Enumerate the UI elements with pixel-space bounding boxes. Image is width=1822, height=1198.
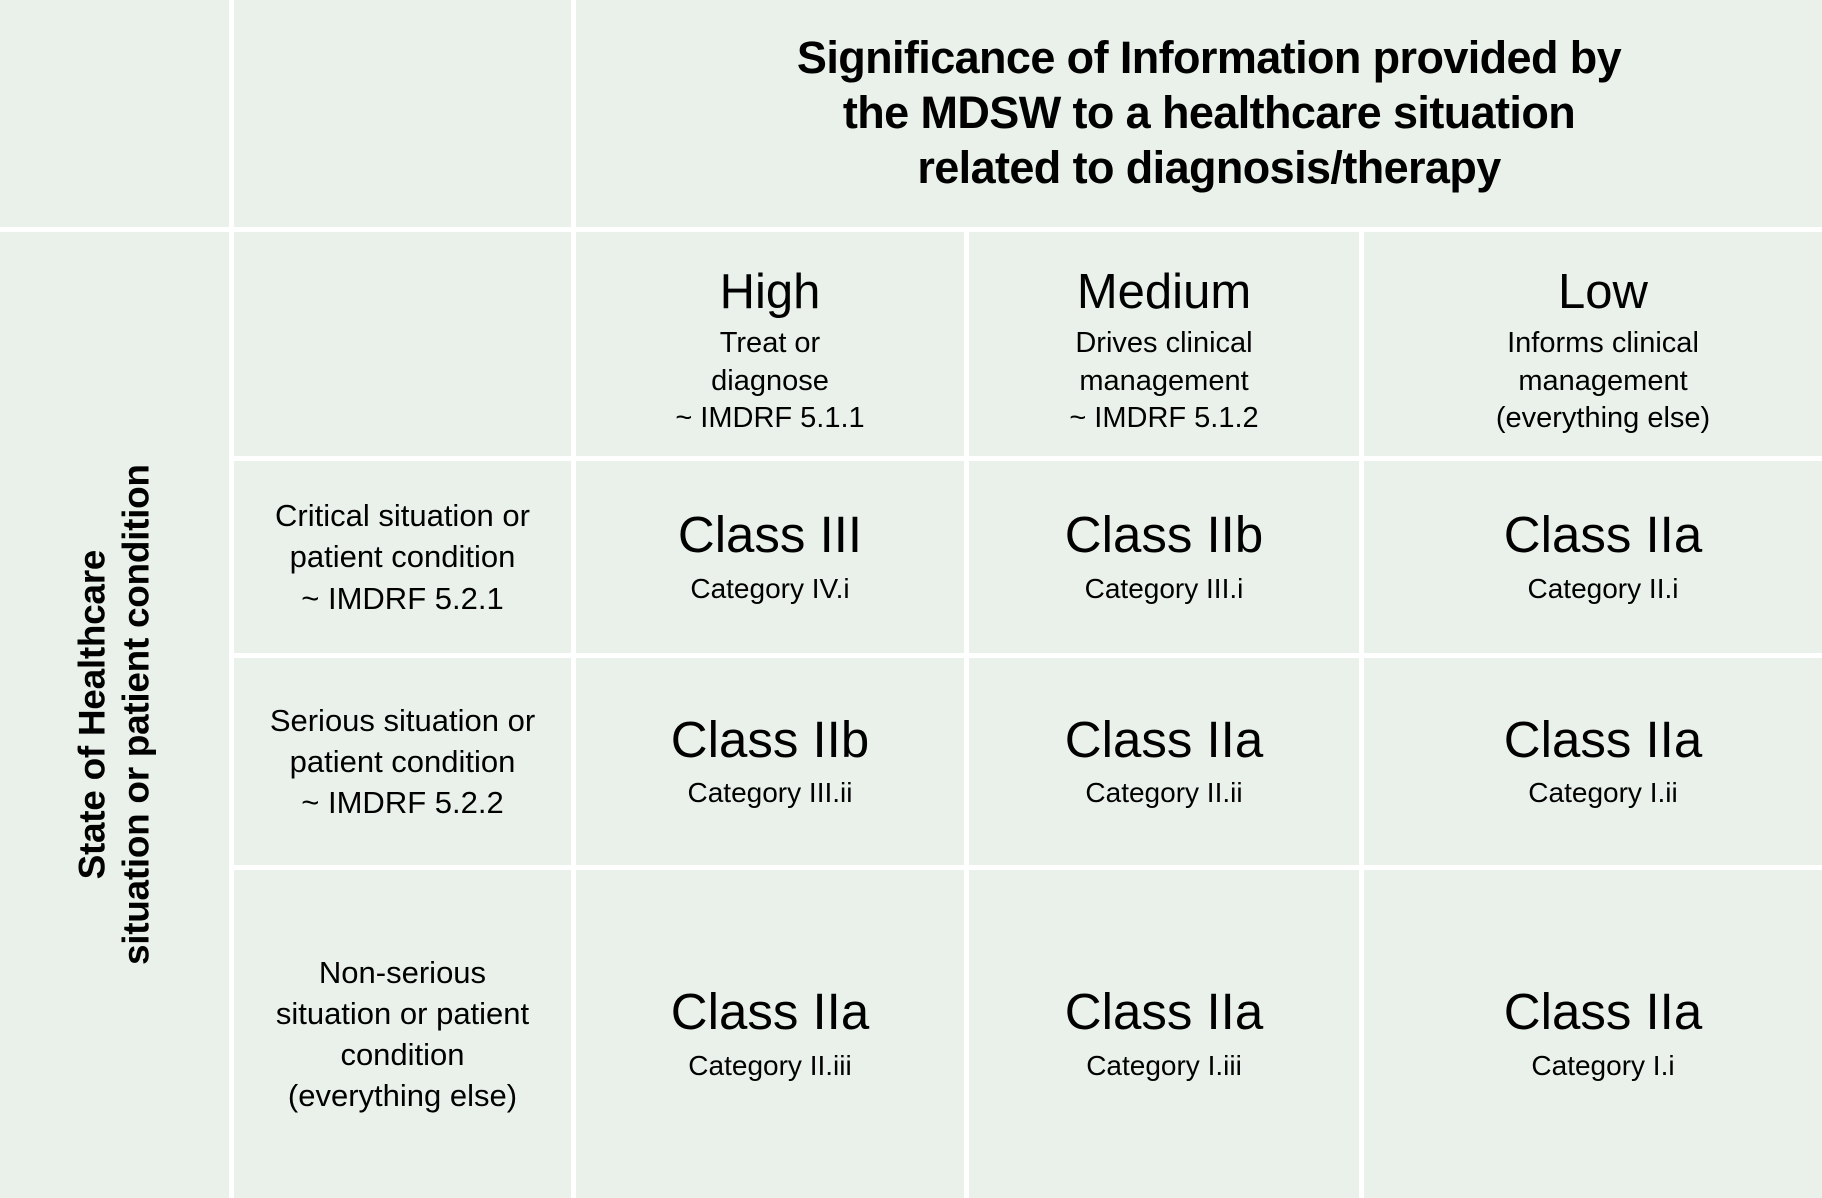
cell-non-serious-medium: Class IIa Category I.iii [969, 870, 1359, 1198]
column-header-low: Low Informs clinical management (everyth… [1364, 232, 1822, 456]
column-header-medium: Medium Drives clinical management ~ IMDR… [969, 232, 1359, 456]
cell-critical-medium-class: Class IIb [1064, 506, 1264, 564]
cell-critical-medium-category: Category III.i [1084, 572, 1244, 604]
row-header-non-serious-line-3: condition [340, 1037, 465, 1072]
cell-non-serious-high-category: Category II.iii [688, 1049, 852, 1081]
row-axis-label-line-2: situation or patient condition [115, 464, 157, 966]
column-header-high-level: High [719, 265, 821, 319]
cell-non-serious-medium-category: Category I.iii [1086, 1049, 1242, 1081]
cell-critical-high-class: Class III [677, 506, 863, 564]
cell-serious-high-category: Category III.ii [687, 777, 853, 809]
row-header-non-serious-line-4: (everything else) [287, 1078, 518, 1114]
row-axis-label-line-1: State of Healthcare [71, 550, 113, 880]
column-header-high-desc-2: diagnose [711, 364, 829, 397]
row-header-critical-line-2: patient condition [289, 539, 516, 575]
column-header-low-desc-1: Informs clinical [1507, 327, 1699, 359]
column-header-low-desc-2: management [1518, 364, 1688, 397]
column-header-medium-level: Medium [1076, 265, 1252, 319]
cell-critical-low-class: Class IIa [1503, 506, 1703, 564]
corner-cell-top-second [234, 0, 571, 227]
cell-serious-low-category: Category I.ii [1528, 777, 1678, 809]
cell-non-serious-medium-class: Class IIa [1064, 983, 1264, 1041]
column-header-low-desc-3: (everything else) [1495, 402, 1711, 435]
row-header-non-serious-line-2: situation or patient [275, 995, 530, 1031]
cell-serious-medium-class: Class IIa [1064, 710, 1264, 768]
cell-critical-medium: Class IIb Category III.i [969, 461, 1359, 653]
row-axis-label: State of Healthcare situation or patient… [0, 232, 229, 1198]
column-header-low-level: Low [1558, 265, 1648, 319]
column-header-medium-desc-3: ~ IMDRF 5.1.2 [1069, 402, 1259, 435]
cell-serious-low-class: Class IIa [1503, 710, 1703, 768]
row-header-critical-line-3: ~ IMDRF 5.2.1 [301, 580, 504, 616]
row-header-non-serious: Non-serious situation or patient conditi… [234, 870, 571, 1198]
cell-serious-medium: Class IIa Category II.ii [969, 658, 1359, 865]
column-header-high-desc-3: ~ IMDRF 5.1.1 [675, 402, 865, 435]
row-header-serious-line-2: patient condition [289, 743, 516, 779]
corner-cell-top-left [0, 0, 229, 227]
matrix-title-banner: Significance of Information provided by … [576, 0, 1822, 227]
cell-serious-high: Class IIb Category III.ii [576, 658, 964, 865]
row-header-serious-line-3: ~ IMDRF 5.2.2 [301, 785, 504, 821]
matrix-title-line-3: related to diagnosis/therapy [917, 141, 1501, 193]
cell-critical-low-category: Category II.i [1527, 572, 1679, 604]
cell-serious-medium-category: Category II.ii [1085, 777, 1243, 809]
matrix-title-line-2: the MDSW to a healthcare situation [842, 87, 1576, 139]
column-header-medium-desc-2: management [1079, 364, 1249, 397]
column-header-high-desc-1: Treat or [719, 327, 821, 359]
row-header-non-serious-line-1: Non-serious [318, 954, 487, 990]
row-header-serious: Serious situation or patient condition ~… [234, 658, 571, 865]
matrix-title-line-1: Significance of Information provided by [796, 32, 1622, 84]
cell-non-serious-high: Class IIa Category II.iii [576, 870, 964, 1198]
cell-non-serious-high-class: Class IIa [670, 983, 870, 1041]
cell-non-serious-low-category: Category I.i [1531, 1049, 1675, 1081]
cell-critical-low: Class IIa Category II.i [1364, 461, 1822, 653]
column-header-high: High Treat or diagnose ~ IMDRF 5.1.1 [576, 232, 964, 456]
cell-serious-low: Class IIa Category I.ii [1364, 658, 1822, 865]
cell-non-serious-low: Class IIa Category I.i [1364, 870, 1822, 1198]
row-header-critical: Critical situation or patient condition … [234, 461, 571, 653]
column-header-medium-desc-1: Drives clinical [1075, 327, 1253, 359]
cell-critical-high-category: Category IV.i [690, 572, 850, 604]
cell-critical-high: Class III Category IV.i [576, 461, 964, 653]
corner-cell-header-row [234, 232, 571, 456]
row-header-critical-line-1: Critical situation or [275, 498, 530, 534]
row-header-serious-line-1: Serious situation or [269, 702, 536, 738]
cell-serious-high-class: Class IIb [670, 710, 870, 768]
cell-non-serious-low-class: Class IIa [1503, 983, 1703, 1041]
